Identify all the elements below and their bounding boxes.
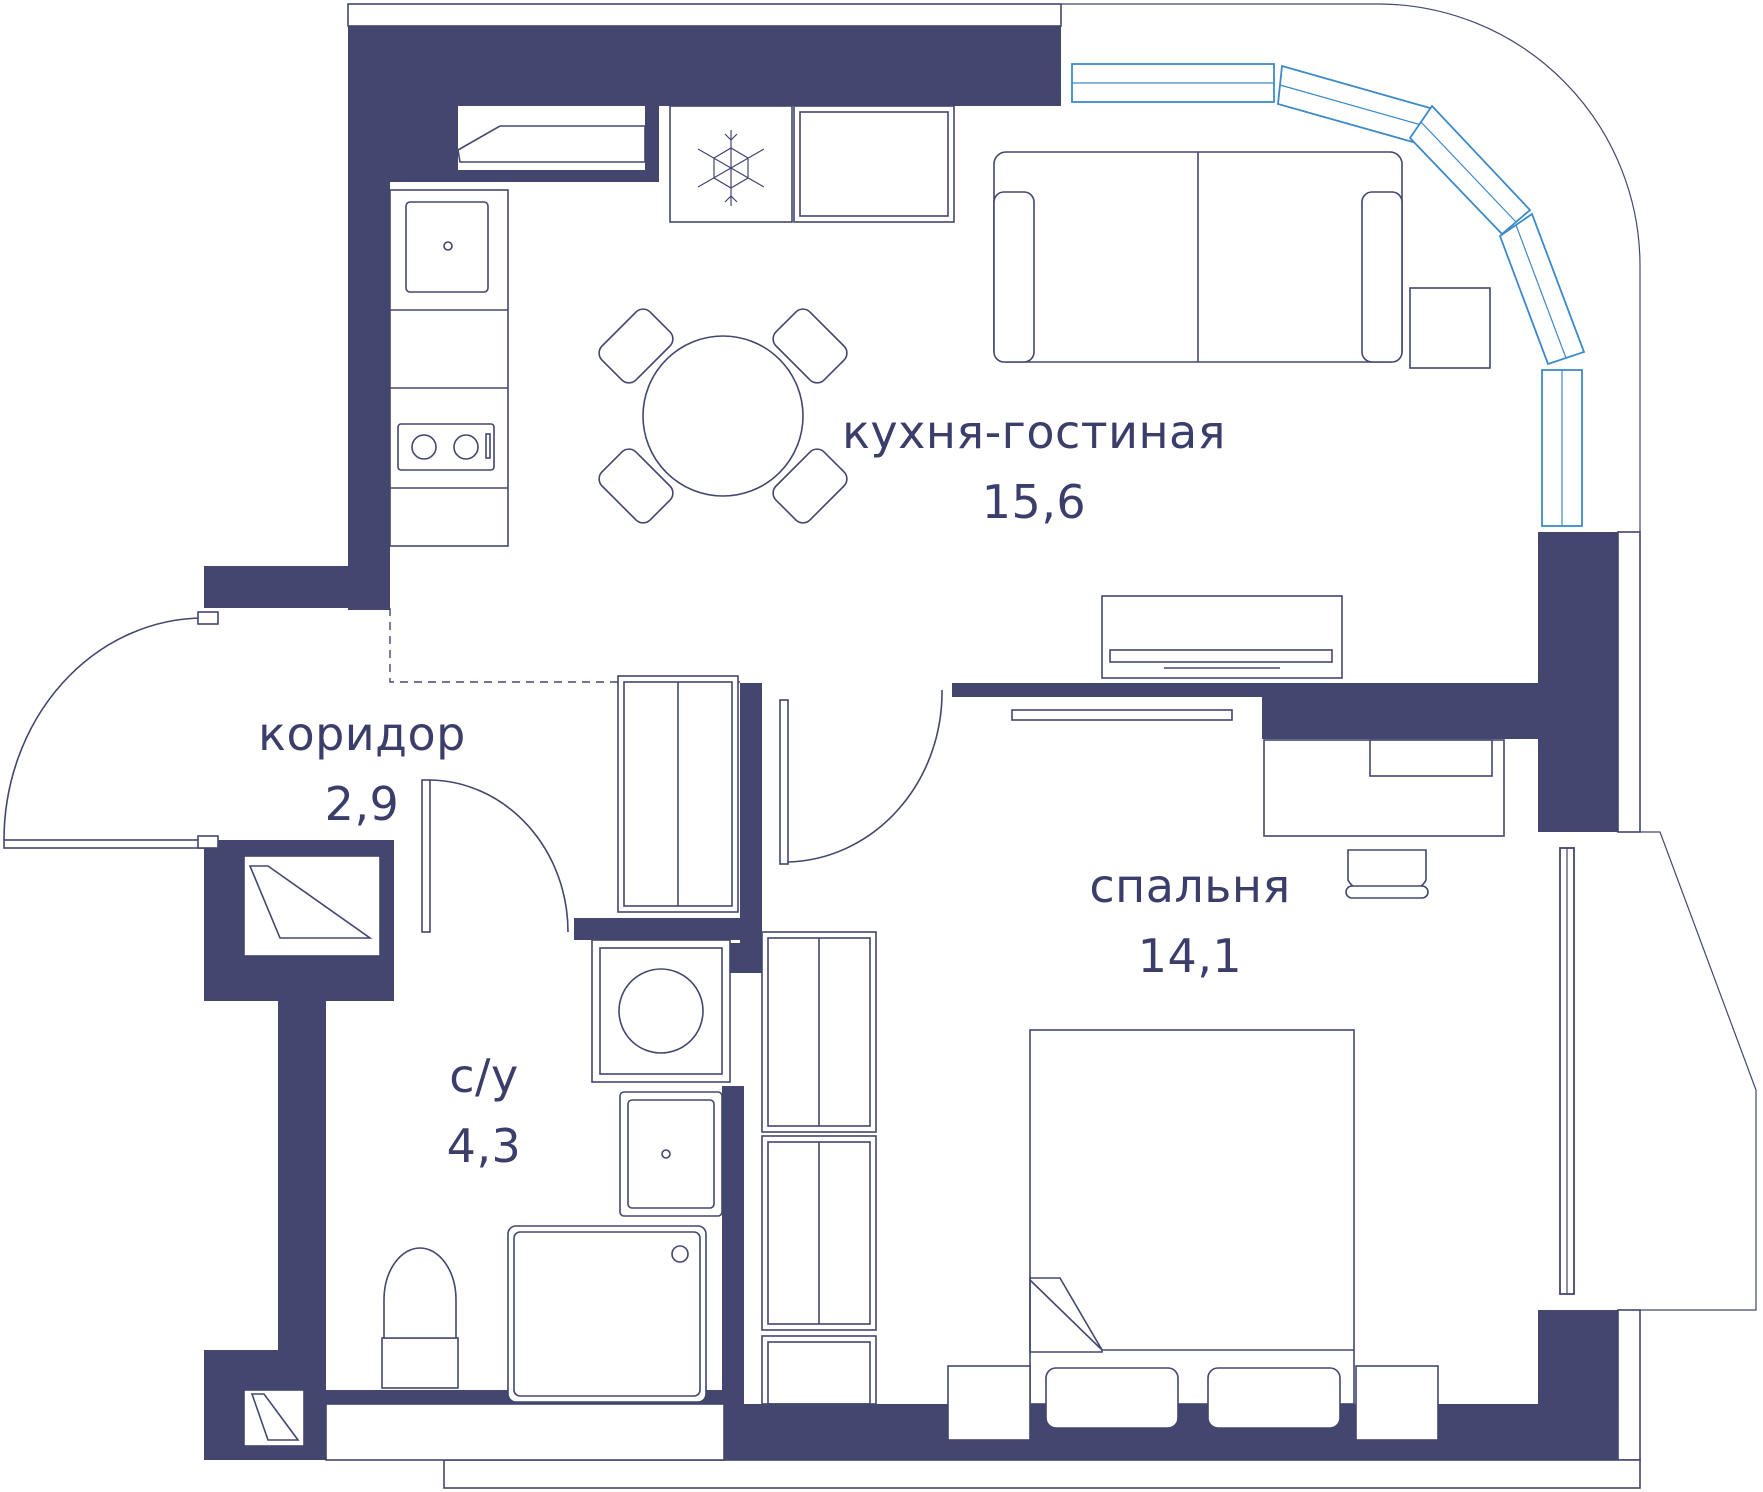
side-table — [1409, 287, 1491, 369]
room-name: кухня-гостиная — [842, 405, 1226, 459]
corridor-closet — [243, 855, 381, 957]
room-area: 2,9 — [325, 777, 400, 831]
shower-tray-icon — [507, 1225, 707, 1403]
wardrobe-bedroom — [761, 931, 877, 1405]
bathroom-door — [421, 779, 569, 933]
room-label-corridor: коридор 2,9 — [258, 707, 466, 831]
bed-icon — [947, 1029, 1439, 1441]
room-label-bedroom: спальня 14,1 — [1089, 859, 1290, 983]
room-area: 15,6 — [982, 475, 1086, 529]
sink-icon-bath — [619, 1091, 723, 1217]
bedroom-window — [1559, 831, 1757, 1311]
bedroom-door — [779, 689, 943, 865]
dining-table-icon — [598, 308, 848, 524]
sofa-icon — [993, 151, 1403, 363]
entrance-door — [3, 611, 219, 849]
wardrobe-icon — [617, 675, 739, 913]
oven — [793, 105, 955, 223]
room-name: с/у — [449, 1049, 519, 1103]
zone-boundary — [389, 608, 740, 683]
room-name: коридор — [258, 707, 466, 761]
stove-icon — [397, 423, 495, 471]
window-glazing — [1061, 3, 1641, 532]
room-area: 4,3 — [447, 1119, 522, 1173]
washing-machine-icon — [591, 939, 731, 1083]
room-area: 14,1 — [1138, 929, 1242, 983]
tv-stand-icon — [1011, 595, 1343, 721]
bath-closet — [243, 1389, 305, 1447]
sink-icon — [405, 201, 489, 293]
closet-storage — [388, 125, 646, 171]
bath-shelf — [325, 1403, 725, 1461]
room-name: спальня — [1089, 859, 1290, 913]
room-label-kitchen-living: кухня-гостиная 15,6 — [842, 405, 1226, 529]
desk-icon — [1263, 739, 1505, 899]
snowflake-icon — [697, 130, 765, 206]
room-label-bathroom: с/у 4,3 — [447, 1049, 522, 1173]
toilet-icon — [381, 1247, 459, 1389]
